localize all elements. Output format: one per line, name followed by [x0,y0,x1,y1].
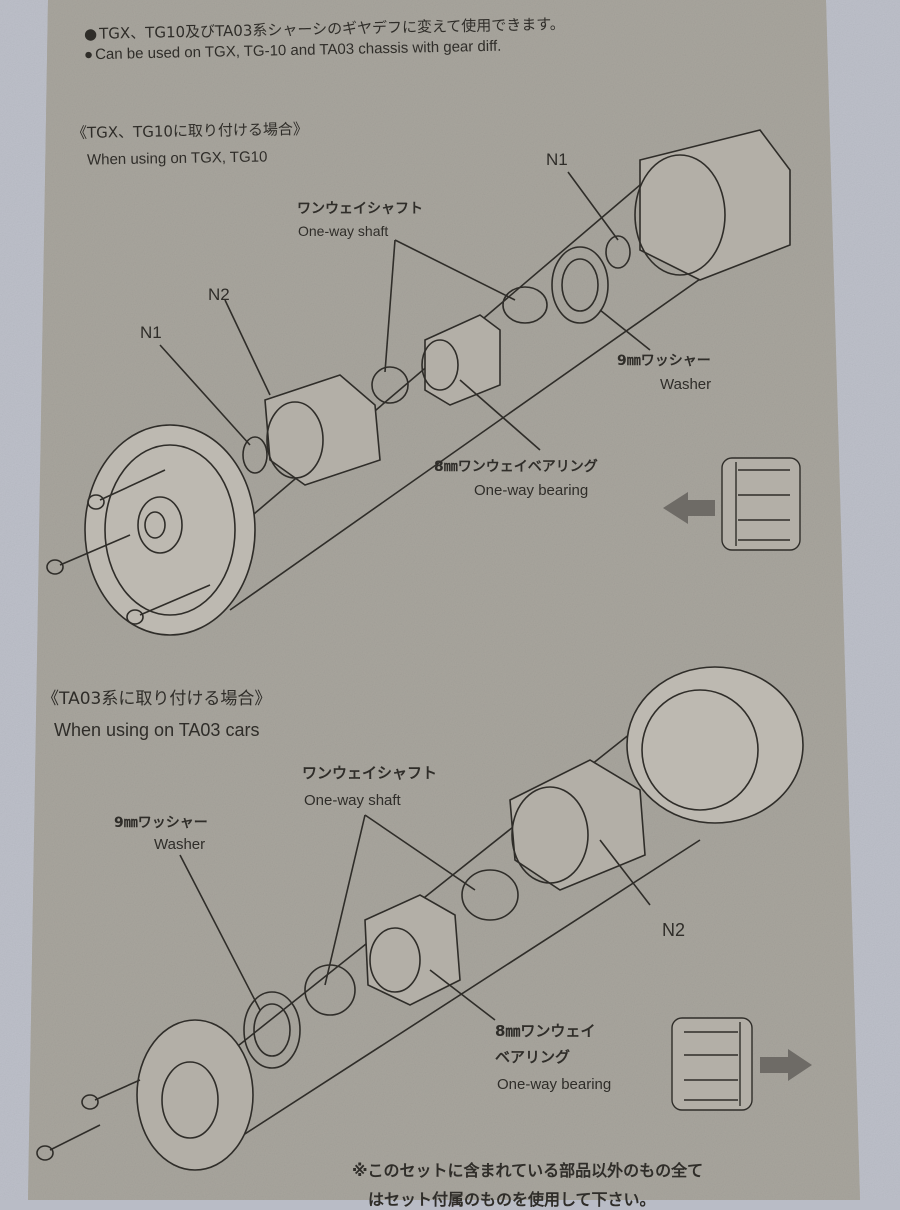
label-shaft-jp: ワンウェイシャフト [297,201,423,217]
label-washer-en: Washer [660,376,712,393]
label2-n2: N2 [662,920,686,940]
section1-title-jp: 《TGX、TG10に取り付ける場合》 [71,119,309,143]
label2-shaft-jp: ワンウェイシャフト [302,764,438,782]
label2-bearing-jp-1: 8㎜ワンウェイ [495,1022,596,1040]
screw-icon [126,584,211,625]
label2-shaft-en: One-way shaft [304,792,401,809]
section2-title-jp: 《TA03系に取り付ける場合》 [42,689,272,709]
label-shaft-en: One-way shaft [298,223,389,239]
screw-icon [36,1124,101,1161]
screw-icon [87,469,166,510]
section2-title-en: When using on TA03 cars [54,720,260,740]
screw-icon [81,1079,141,1110]
label2-bearing-jp-2: ベアリング [495,1048,571,1066]
arrow-right-icon [760,1049,812,1081]
label-n1-top: N1 [546,150,568,169]
section2-diagram [36,666,804,1171]
label-washer-jp: 9㎜ワッシャー [617,353,711,369]
label2-bearing-en: One-way bearing [497,1076,612,1093]
arrow-left-icon [663,492,715,524]
label-bearing-en: One-way bearing [474,482,589,499]
bearing-inset-left [721,457,801,551]
section1-diagram [46,129,791,636]
label-n2: N2 [208,285,230,304]
label-n1-left: N1 [140,323,162,342]
footnote-line2: はセット付属のものを使用して下さい。 [368,1190,656,1209]
screw-icon [46,534,131,575]
label-bearing-jp: 8㎜ワンウェイベアリング [434,459,598,475]
footnote-line1: ※このセットに含まれている部品以外のもの全て [352,1161,704,1180]
label2-washer-jp: 9㎜ワッシャー [114,815,208,831]
bearing-inset-right [671,1017,753,1111]
label2-washer-en: Washer [154,836,206,853]
section1-title-en: When using on TGX, TG10 [86,148,268,169]
